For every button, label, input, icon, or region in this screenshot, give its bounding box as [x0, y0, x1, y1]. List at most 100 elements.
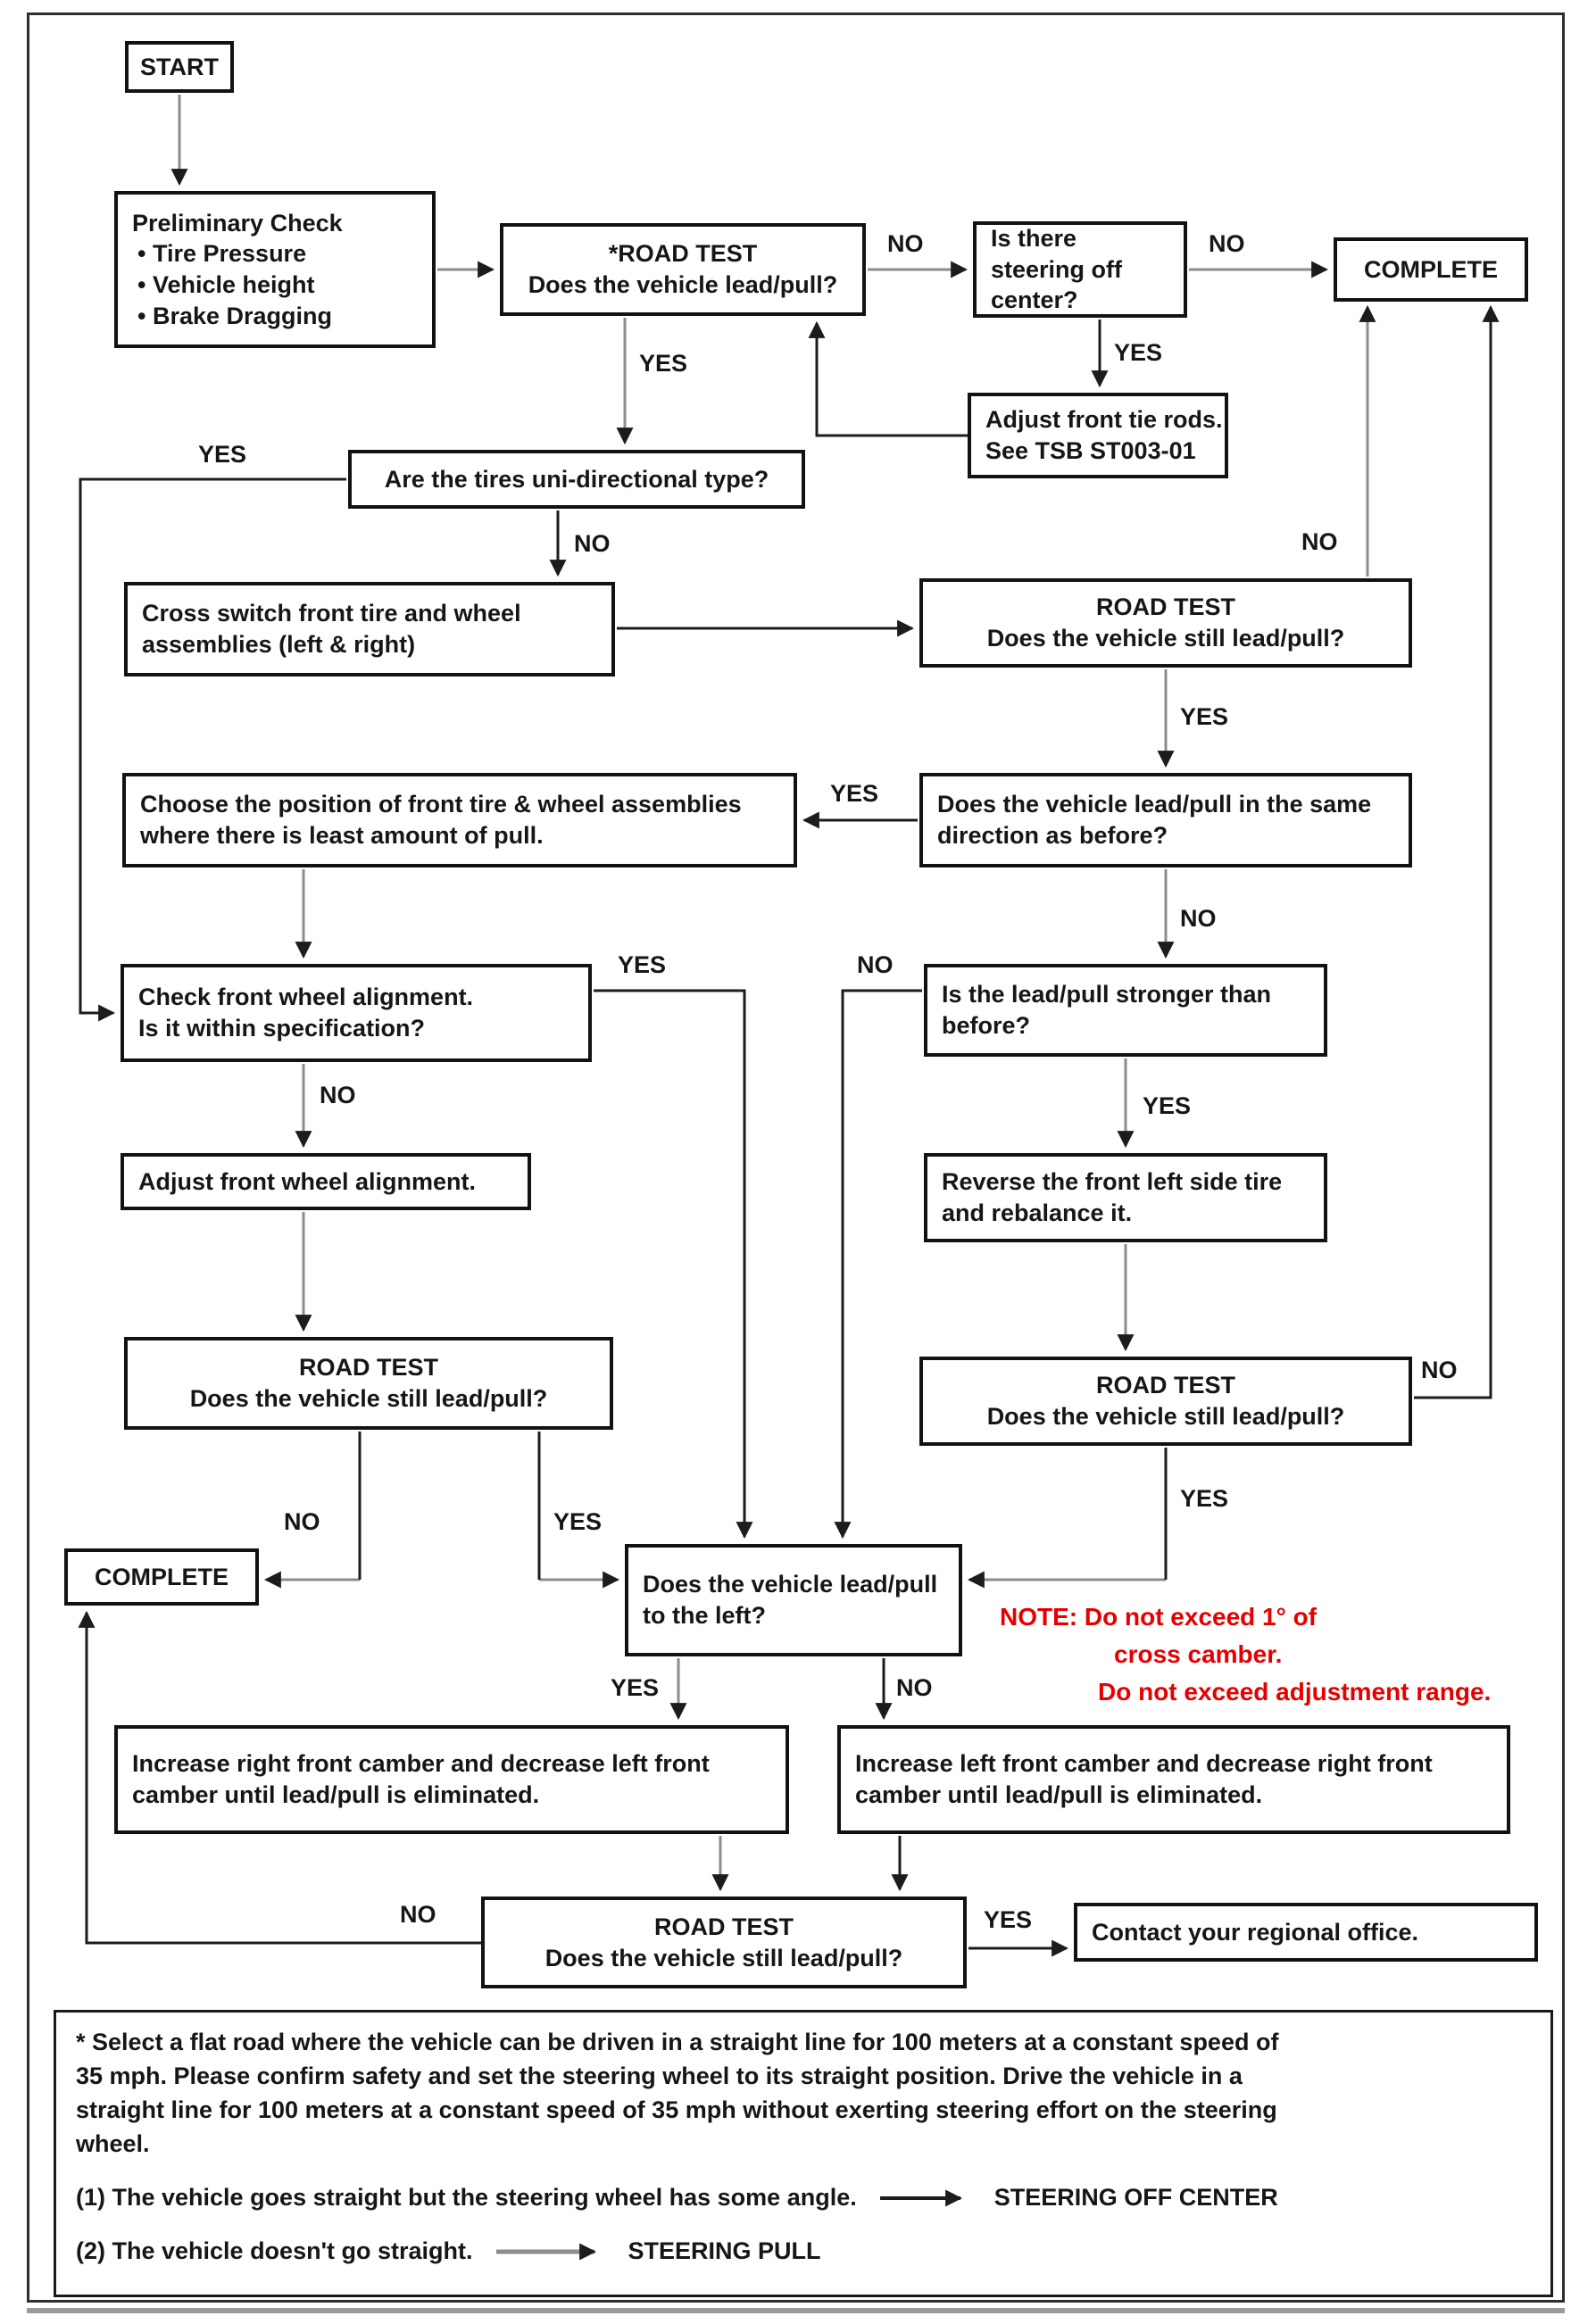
edge-label-yes-roadtest1: YES [639, 350, 688, 377]
lead-pull-stronger-question: Is the lead/pull stronger than before? [942, 981, 1272, 1039]
footnote-item-2: (2) The vehicle doesn't go straight. STE… [76, 2237, 821, 2265]
right-arrow-icon [495, 2243, 596, 2260]
page-border [27, 12, 1565, 2303]
node-road-test-r2: ROAD TEST Does the vehicle still lead/pu… [919, 1357, 1412, 1446]
complete-top-label: COMPLETE [1363, 255, 1498, 283]
edge-label-yes-roadtest-r2: YES [1180, 1485, 1229, 1512]
edge-unidirectional-yes-long [79, 477, 346, 1022]
node-contact-office: Contact your regional office. [1074, 1903, 1538, 1962]
edge-label-no-samedirection: NO [1180, 905, 1217, 932]
road-test-bottom-question: Does the vehicle still lead/pull? [544, 1944, 903, 1971]
reverse-tire-text: Reverse the front left side tire and reb… [942, 1168, 1283, 1226]
edge-label-no-stronger: NO [857, 951, 894, 978]
node-increase-left-camber: Increase left front camber and decrease … [837, 1725, 1510, 1834]
node-choose-position: Choose the position of front tire & whee… [122, 773, 797, 867]
camber-note-line2: cross camber. [1114, 1640, 1283, 1668]
node-increase-right-camber: Increase right front camber and decrease… [114, 1725, 789, 1834]
edge-label-yes-unidirectional: YES [198, 441, 247, 468]
footnote-para-line4: wheel. [76, 2130, 150, 2157]
camber-note-line1: NOTE: Do not exceed 1° of [1000, 1603, 1318, 1631]
node-cross-switch: Cross switch front tire and wheel assemb… [124, 582, 615, 676]
preliminary-bullet-tire-pressure: Tire Pressure [132, 238, 418, 270]
footnote-para-line2: 35 mph. Please confirm safety and set th… [76, 2063, 1243, 2089]
edge-roadtest-r2-no [1414, 304, 1500, 1399]
road-test-1-question: Does the vehicle lead/pull? [528, 271, 838, 298]
increase-left-camber-text: Increase left front camber and decrease … [855, 1750, 1433, 1808]
node-start-label: START [140, 53, 219, 80]
preliminary-bullet-vehicle-height: Vehicle height [132, 270, 418, 301]
node-same-direction: Does the vehicle lead/pull in the same d… [919, 773, 1412, 867]
road-test-1-title: *ROAD TEST [608, 240, 758, 268]
node-reverse-tire: Reverse the front left side tire and reb… [924, 1153, 1327, 1242]
edge-label-no-offcenter: NO [1209, 230, 1245, 257]
contact-office-text: Contact your regional office. [1092, 1918, 1419, 1946]
lead-pull-left-question: Does the vehicle lead/pull to the left? [643, 1571, 938, 1629]
node-uni-directional: Are the tires uni-directional type? [348, 450, 805, 509]
footnote-para-line1: * Select a flat road where the vehicle c… [76, 2029, 1279, 2055]
preliminary-bullet-brake-dragging: Brake Dragging [132, 301, 418, 332]
node-adjust-alignment: Adjust front wheel alignment. [121, 1153, 531, 1210]
edge-label-yes-roadtest-l2: YES [553, 1508, 603, 1535]
edge-label-no-unidirectional: NO [574, 530, 611, 557]
edge-label-no-roadtest-bottom: NO [400, 1901, 436, 1928]
node-adjust-tie-rods: Adjust front tie rods. See TSB ST003-01 [968, 393, 1228, 478]
footnote-item2-result: STEERING PULL [628, 2237, 821, 2264]
adjust-tie-rods-line1: Adjust front tie rods. [985, 406, 1223, 434]
preliminary-title: Preliminary Check [132, 209, 343, 237]
node-road-test-1: *ROAD TEST Does the vehicle lead/pull? [500, 223, 866, 316]
node-complete-bottom: COMPLETE [64, 1548, 259, 1606]
edge-label-yes-pleft: YES [611, 1674, 660, 1701]
adjust-alignment-text: Adjust front wheel alignment. [138, 1167, 477, 1195]
camber-note-line3: Do not exceed adjustment range. [1098, 1678, 1492, 1706]
node-road-test-r1: ROAD TEST Does the vehicle still lead/pu… [919, 578, 1412, 668]
edge-label-no-roadtest1: NO [887, 230, 924, 257]
edge-label-yes-stronger: YES [1143, 1092, 1192, 1119]
footnote-item1-text: (1) The vehicle goes straight but the st… [76, 2184, 857, 2211]
road-test-l2-question: Does the vehicle still lead/pull? [189, 1385, 548, 1412]
page-bottom-shadow [27, 2308, 1565, 2313]
edge-roadtestb-no-return [78, 1610, 481, 1945]
road-test-r2-question: Does the vehicle still lead/pull? [986, 1403, 1345, 1430]
choose-position-text: Choose the position of front tire & whee… [140, 791, 742, 849]
node-lead-pull-stronger: Is the lead/pull stronger than before? [924, 964, 1327, 1057]
node-check-alignment: Check front wheel alignment. Is it withi… [121, 964, 592, 1062]
road-test-r1-question: Does the vehicle still lead/pull? [986, 625, 1345, 652]
increase-right-camber-text: Increase right front camber and decrease… [132, 1750, 710, 1808]
check-alignment-line2: Is it within specification? [138, 1015, 426, 1042]
footnote-box: * Select a flat road where the vehicle c… [54, 2010, 1553, 2297]
edge-label-yes-samedirection: YES [830, 780, 879, 807]
node-road-test-l2: ROAD TEST Does the vehicle still lead/pu… [124, 1337, 613, 1430]
node-complete-top: COMPLETE [1334, 237, 1528, 302]
edge-label-yes-checkalignment: YES [618, 951, 667, 978]
edge-label-yes-roadtest-r1: YES [1180, 703, 1229, 730]
road-test-r2-title: ROAD TEST [1095, 1372, 1235, 1399]
steering-off-center-question: Is there steering off center? [991, 225, 1123, 314]
edge-check-yes-path [594, 989, 753, 1540]
footnote-item2-text: (2) The vehicle doesn't go straight. [76, 2237, 473, 2264]
check-alignment-line1: Check front wheel alignment. [138, 984, 474, 1011]
edge-tierods-return [808, 320, 968, 437]
node-start: START [125, 41, 234, 93]
road-test-l2-title: ROAD TEST [298, 1354, 438, 1382]
edge-label-no-roadtest-r2: NO [1421, 1357, 1458, 1383]
node-lead-pull-left: Does the vehicle lead/pull to the left? [625, 1544, 962, 1656]
edge-label-no-roadtest-l2: NO [284, 1508, 320, 1535]
adjust-tie-rods-line2: See TSB ST003-01 [985, 437, 1196, 464]
edge-label-no-checkalignment: NO [320, 1082, 356, 1108]
node-steering-off-center: Is there steering off center? [973, 221, 1187, 318]
cross-switch-text: Cross switch front tire and wheel assemb… [142, 600, 521, 658]
edge-stronger-no-path [834, 989, 922, 1540]
edge-label-no-roadtest-r1: NO [1301, 528, 1338, 555]
same-direction-question: Does the vehicle lead/pull in the same d… [937, 791, 1372, 849]
footnote-item-1: (1) The vehicle goes straight but the st… [76, 2184, 1278, 2212]
road-test-r1-title: ROAD TEST [1095, 593, 1235, 621]
footnote-para-line3: straight line for 100 meters at a consta… [76, 2096, 1277, 2123]
edge-label-no-pleft: NO [896, 1674, 933, 1701]
right-arrow-icon [879, 2189, 962, 2206]
edge-label-yes-roadtest-bottom: YES [984, 1906, 1033, 1933]
uni-directional-question: Are the tires uni-directional type? [384, 465, 769, 493]
complete-bottom-label: COMPLETE [94, 1563, 229, 1590]
road-test-bottom-title: ROAD TEST [653, 1913, 794, 1940]
